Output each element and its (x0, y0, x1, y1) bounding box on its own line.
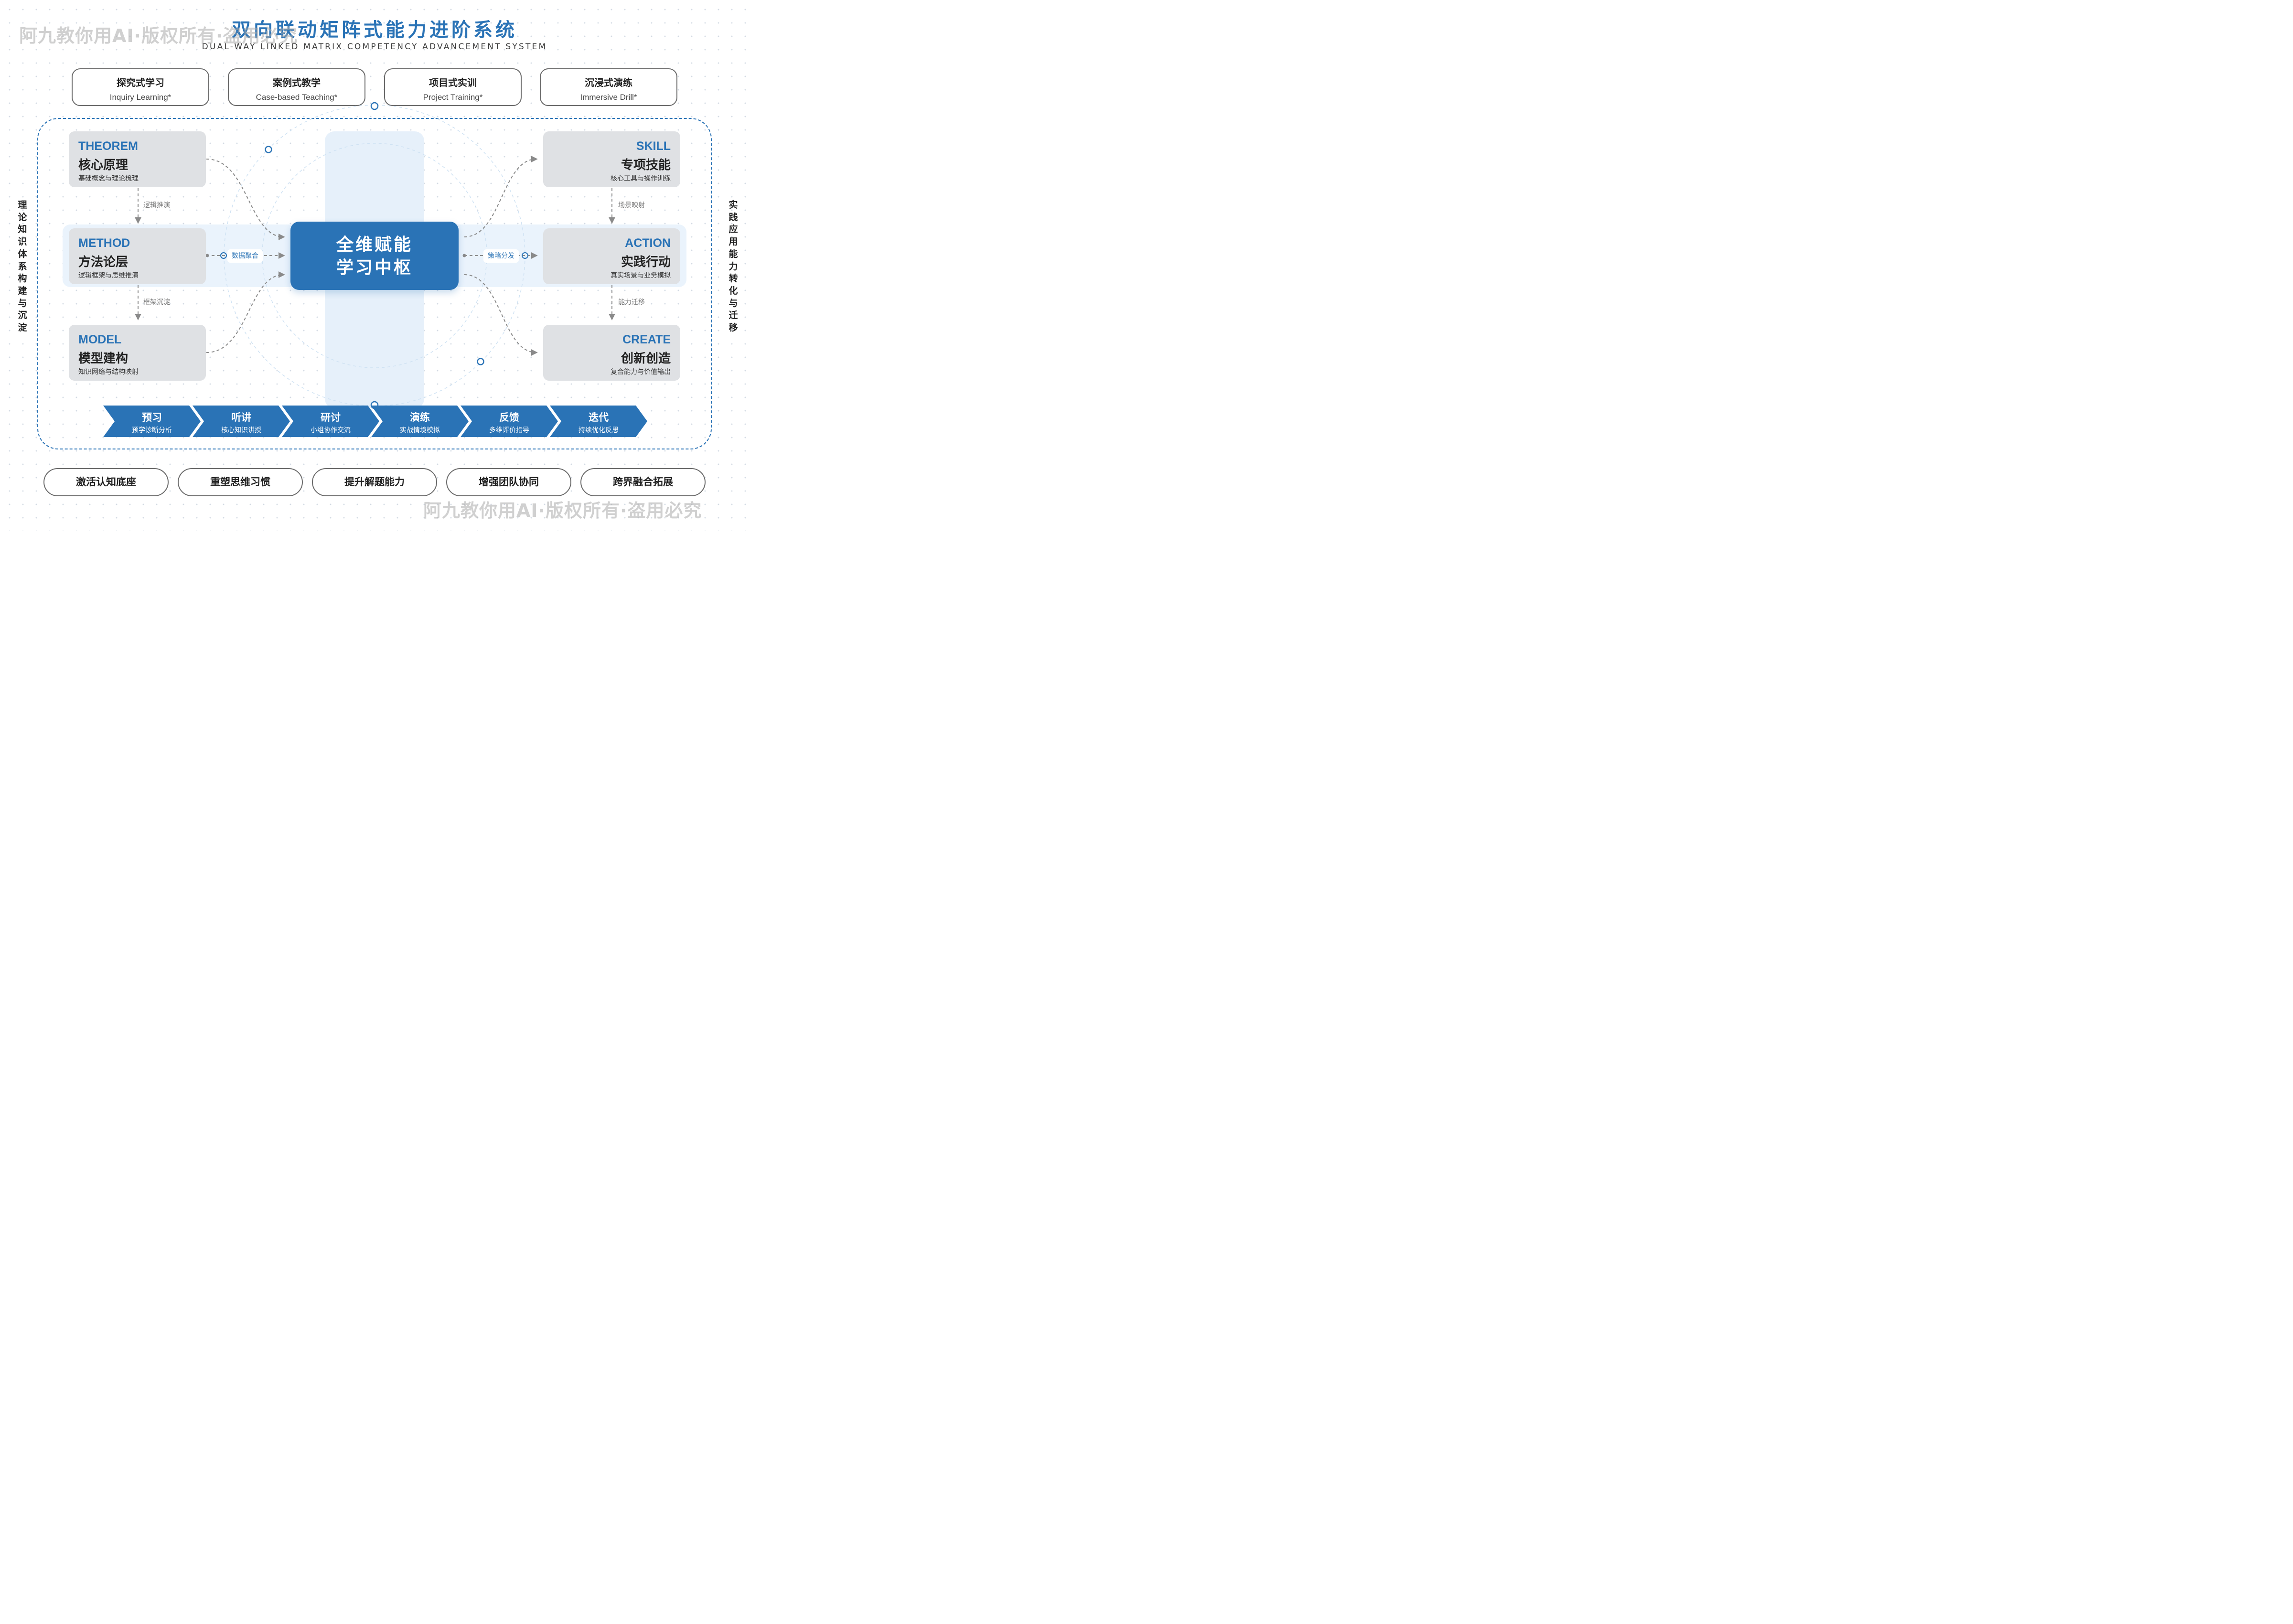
level-cn-label: 实践行动 (621, 255, 671, 269)
outcome-cognition: 激活认知底座 (43, 468, 169, 496)
level-en-label: ACTION (625, 236, 671, 250)
connector-label-framework: 框架沉淀 (143, 299, 170, 306)
level-desc: 核心工具与操作训练 (611, 175, 671, 182)
outcome-problem-solving: 提升解题能力 (312, 468, 437, 496)
level-en-label: METHOD (78, 236, 130, 250)
vertical-connectors (135, 188, 615, 321)
level-en-label: MODEL (78, 333, 122, 346)
outcome-cross-domain: 跨界融合拓展 (580, 468, 706, 496)
level-method: METHOD 方法论层 逻辑框架与思维推演 (69, 228, 206, 284)
hub-line-1: 全维赋能 (336, 235, 413, 255)
outcome-teamwork: 增强团队协同 (446, 468, 571, 496)
level-cn-label: 专项技能 (621, 158, 671, 172)
method-box-case: 案例式教学 Case-based Teaching* (228, 68, 365, 106)
level-desc: 真实场景与业务模拟 (611, 272, 671, 279)
step-desc: 核心知识讲授 (221, 427, 261, 434)
level-cn-label: 核心原理 (78, 158, 129, 172)
method-en-label: Project Training* (423, 93, 483, 102)
method-en-label: Case-based Teaching* (256, 93, 338, 102)
level-action: ACTION 实践行动 真实场景与业务模拟 (543, 228, 680, 284)
level-skill: SKILL 专项技能 核心工具与操作训练 (543, 131, 680, 187)
process-step-iterate: 迭代 持续优化反思 (550, 406, 647, 437)
watermark-bottom: 阿九教你用AI·版权所有·盗用必究 (423, 500, 702, 521)
level-create: CREATE 创新创造 复合能力与价值输出 (543, 325, 680, 381)
level-en-label: CREATE (622, 333, 671, 346)
method-cn-label: 项目式实训 (429, 77, 477, 88)
method-box-inquiry: 探究式学习 Inquiry Learning* (72, 68, 209, 106)
step-desc: 持续优化反思 (579, 427, 619, 434)
process-step-lecture: 听讲 核心知识讲授 (193, 406, 290, 437)
side-label-theory: 理论知识体系构建与沉淀 (18, 200, 27, 333)
page-title: 双向联动矩阵式能力进阶系统 (232, 19, 517, 41)
step-desc: 实战情境模拟 (400, 427, 440, 434)
flow-rings (220, 252, 528, 259)
hub-line-2: 学习中枢 (336, 258, 413, 278)
process-step-preview: 预习 预学诊断分析 (103, 406, 201, 437)
level-desc: 复合能力与价值输出 (611, 368, 671, 376)
process-step-feedback: 反馈 多维评价指导 (461, 406, 558, 437)
level-desc: 知识网络与结构映射 (78, 368, 139, 376)
process-step-discuss: 研讨 小组协作交流 (282, 406, 379, 437)
level-model: MODEL 模型建构 知识网络与结构映射 (69, 325, 206, 381)
connector-label-scenario: 场景映射 (618, 202, 645, 209)
step-desc: 多维评价指导 (489, 427, 529, 434)
step-title: 听讲 (231, 412, 251, 423)
level-cn-label: 创新创造 (621, 352, 671, 366)
level-cn-label: 方法论层 (78, 255, 129, 269)
level-en-label: SKILL (636, 139, 671, 153)
method-en-label: Inquiry Learning* (109, 93, 171, 102)
watermark-top: 阿九教你用AI·版权所有·盗用必究 (19, 25, 298, 46)
step-title: 预习 (142, 412, 162, 423)
method-cn-label: 探究式学习 (117, 77, 164, 88)
learning-hub: 全维赋能 学习中枢 (290, 222, 459, 290)
step-title: 反馈 (499, 412, 519, 423)
flow-dots (205, 254, 466, 257)
system-frame (37, 118, 712, 449)
method-box-immersive: 沉浸式演练 Immersive Drill* (540, 68, 677, 106)
outcome-thinking: 重塑思维习惯 (178, 468, 303, 496)
flow-label-aggregate: 数据聚合 (227, 249, 263, 263)
method-en-label: Immersive Drill* (580, 93, 637, 102)
method-cn-label: 沉浸式演练 (585, 77, 632, 88)
method-cn-label: 案例式教学 (273, 77, 321, 88)
level-en-label: THEOREM (78, 139, 138, 153)
step-title: 研讨 (321, 412, 341, 423)
step-desc: 小组协作交流 (311, 427, 351, 434)
step-desc: 预学诊断分析 (132, 427, 172, 434)
level-desc: 逻辑框架与思维推演 (78, 272, 139, 279)
step-title: 演练 (410, 412, 430, 423)
process-step-drill: 演练 实战情境模拟 (371, 406, 469, 437)
connector-label-transfer: 能力迁移 (618, 299, 645, 306)
level-theorem: THEOREM 核心原理 基础概念与理论梳理 (69, 131, 206, 187)
level-desc: 基础概念与理论梳理 (78, 175, 139, 182)
level-cn-label: 模型建构 (78, 352, 129, 366)
side-label-practice: 实践应用能力转化与迁移 (729, 200, 738, 333)
flow-label-distribute: 策略分发 (483, 249, 519, 263)
connector-label-logic: 逻辑推演 (143, 202, 170, 209)
method-box-project: 项目式实训 Project Training* (384, 68, 522, 106)
step-title: 迭代 (589, 412, 609, 423)
page-subtitle: DUAL-WAY LINKED MATRIX COMPETENCY ADVANC… (202, 42, 547, 52)
